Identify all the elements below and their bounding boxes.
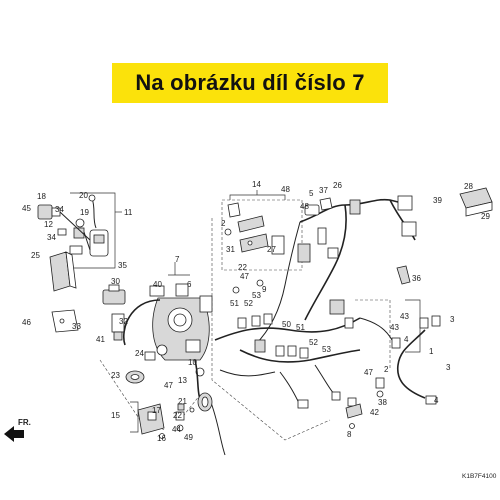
callout-21: 21	[178, 397, 187, 406]
callout-49: 49	[184, 433, 193, 442]
ring-6	[197, 392, 213, 412]
bracket-36	[396, 265, 411, 285]
group-bracket-15	[130, 401, 139, 433]
callout-33: 33	[72, 322, 81, 331]
callout-22b: 22	[238, 263, 247, 272]
callout-48a: 48	[281, 185, 290, 194]
callout-18: 18	[37, 192, 46, 201]
callout-20: 20	[79, 191, 88, 200]
callout-46: 46	[22, 318, 31, 327]
callout-30: 30	[111, 277, 120, 286]
relay-30	[102, 284, 126, 305]
switch-assembly-11	[37, 194, 109, 257]
callout-51a: 51	[230, 299, 239, 308]
callout-52a: 52	[244, 299, 253, 308]
callout-10: 10	[188, 358, 197, 367]
callout-4b: 4	[434, 396, 439, 405]
callout-5: 5	[309, 189, 314, 198]
callout-11: 11	[124, 208, 133, 217]
callout-35: 35	[118, 261, 127, 270]
callout-12: 12	[44, 220, 53, 229]
callout-3b: 3	[446, 363, 451, 372]
group-bracket-7	[168, 262, 190, 276]
sub-harness-1	[391, 315, 441, 405]
control-unit-28	[459, 187, 493, 217]
callout-labels: 45 18 20 34 19 11 12 34 35 25 30 33 46 3…	[22, 180, 490, 443]
group-bracket-1	[405, 299, 421, 353]
grommet-23-24	[125, 351, 156, 384]
callout-48b: 48	[300, 202, 309, 211]
callout-1: 1	[429, 347, 434, 356]
callout-39: 39	[433, 196, 442, 205]
callout-45: 45	[22, 204, 31, 213]
callout-15: 15	[111, 411, 120, 420]
callout-43b: 43	[390, 323, 399, 332]
main-harness-lower	[214, 279, 393, 409]
callout-3a: 3	[450, 315, 455, 324]
callout-52b: 52	[309, 338, 318, 347]
callout-29: 29	[481, 212, 490, 221]
group-bracket-11	[70, 192, 122, 269]
bracket-33	[51, 309, 79, 333]
callout-14: 14	[252, 180, 261, 189]
parts-21-44-49	[175, 403, 195, 432]
callout-27a: 27	[267, 245, 276, 254]
callout-13: 13	[178, 376, 187, 385]
group-bracket-14	[221, 190, 303, 271]
callout-40: 40	[153, 280, 162, 289]
group-14-parts	[224, 202, 285, 255]
callout-2a: 2	[221, 219, 226, 228]
callout-16: 16	[157, 434, 166, 443]
switch-15	[137, 403, 165, 439]
callout-28: 28	[464, 182, 473, 191]
callout-32: 32	[119, 317, 128, 326]
parts-2-38-42-8	[345, 377, 385, 429]
callout-53b: 53	[322, 345, 331, 354]
front-direction-arrow: FR.	[4, 418, 31, 442]
callout-36: 36	[412, 274, 421, 283]
callout-22a: 22	[173, 411, 182, 420]
callout-41: 41	[96, 335, 105, 344]
callout-8: 8	[347, 430, 352, 439]
callout-50: 50	[282, 320, 291, 329]
callout-17: 17	[152, 406, 161, 415]
callout-34b: 34	[47, 233, 56, 242]
callout-42: 42	[370, 408, 379, 417]
callout-43a: 43	[400, 312, 409, 321]
diagram-code: K1B7F4100	[462, 473, 497, 480]
callout-25: 25	[31, 251, 40, 260]
front-marker-label: FR.	[18, 418, 31, 427]
connector-32	[111, 313, 125, 341]
part-number-banner: Na obrázku díl číslo 7	[112, 63, 388, 103]
callout-38: 38	[378, 398, 387, 407]
callout-37: 37	[319, 186, 328, 195]
callout-24: 24	[135, 349, 144, 358]
callout-23: 23	[111, 371, 120, 380]
callout-9: 9	[262, 285, 267, 294]
callout-31: 31	[226, 245, 235, 254]
control-unit-25	[49, 251, 77, 292]
callout-7: 7	[175, 255, 180, 264]
harness-core-7	[123, 283, 226, 456]
callout-53a: 53	[252, 291, 261, 300]
callout-6: 6	[187, 280, 192, 289]
callout-47c: 47	[364, 368, 373, 377]
callout-51b: 51	[296, 323, 305, 332]
callout-2b: 2	[384, 365, 389, 374]
callout-26: 26	[333, 181, 342, 190]
callout-4a: 4	[404, 335, 409, 344]
callout-44: 44	[172, 425, 181, 434]
callout-47b: 47	[240, 272, 249, 281]
callout-19: 19	[80, 208, 89, 217]
callout-47a: 47	[164, 381, 173, 390]
main-harness-upper	[254, 195, 417, 346]
callout-34: 34	[55, 205, 64, 214]
